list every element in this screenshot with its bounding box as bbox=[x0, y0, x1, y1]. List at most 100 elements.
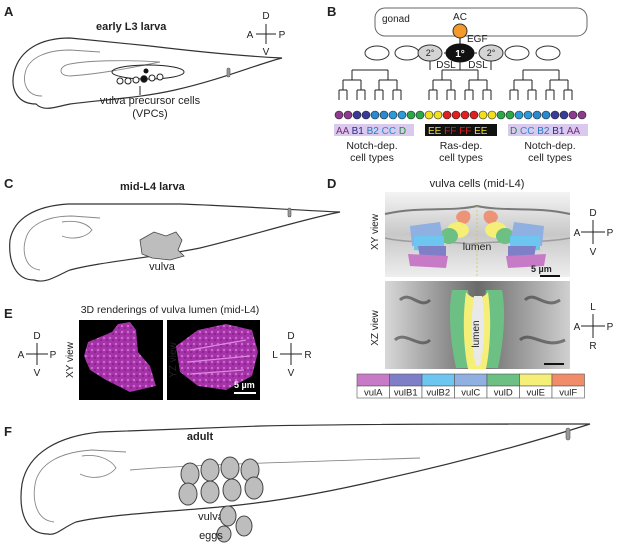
center-caption-2: cell types bbox=[439, 152, 483, 164]
center-caption-1: Ras-dep. bbox=[440, 140, 483, 152]
cell-type-dot bbox=[568, 110, 578, 120]
cell-type-dot bbox=[352, 110, 362, 120]
cell-type-dot bbox=[388, 110, 398, 120]
axis-label-top: L bbox=[590, 302, 596, 313]
axis-label-left: L bbox=[272, 350, 278, 361]
e-yz-view-label: YZ view bbox=[168, 341, 179, 377]
legend-swatch bbox=[551, 373, 585, 387]
panel-letter-d: D bbox=[327, 176, 336, 191]
l3-intestine bbox=[60, 60, 161, 77]
cell-type-dot bbox=[433, 110, 443, 120]
cell-type-label: AA bbox=[567, 126, 581, 137]
panel-letter-a: A bbox=[4, 4, 14, 19]
center-type-labels: EE FF FF EE bbox=[428, 126, 488, 137]
axis-label-bottom: V bbox=[590, 247, 597, 258]
legend-swatch bbox=[356, 373, 390, 387]
adult-anus bbox=[565, 427, 571, 441]
fate-label: 1° bbox=[455, 49, 465, 60]
panel-letter-c: C bbox=[4, 176, 14, 191]
adult-eggs-in-uterus bbox=[178, 456, 264, 506]
axis-label-right: R bbox=[304, 350, 311, 361]
axis-label-bottom: V bbox=[288, 368, 295, 379]
vpc-cell bbox=[124, 77, 132, 85]
cell-type-dot bbox=[343, 110, 353, 120]
cell-type-label: AA bbox=[336, 126, 352, 137]
panel-d-title: vulva cells (mid-L4) bbox=[430, 178, 525, 190]
xy-scale-label: 5 µm bbox=[531, 264, 552, 274]
l3-gonad bbox=[111, 64, 185, 80]
panel-letter-f: F bbox=[4, 424, 12, 439]
cell-type-label: D bbox=[399, 126, 406, 137]
vpc-label-2: (VPCs) bbox=[132, 108, 167, 120]
axis-label-bottom: R bbox=[589, 341, 596, 352]
anchor-cell-ac bbox=[452, 23, 468, 39]
cell-type-dot bbox=[442, 110, 452, 120]
axis-cross-e-left: D V A P bbox=[18, 331, 57, 379]
right-caption-1: Notch-dep. bbox=[524, 140, 575, 152]
vpc-cell bbox=[140, 75, 148, 83]
cell-type-dot bbox=[541, 110, 551, 120]
panel-b: B gonad AC EGF 2° 1° 2° DSL DSL AA B1 B2… bbox=[327, 4, 588, 164]
cell-type-dot bbox=[397, 110, 407, 120]
adult-worm-outline bbox=[20, 423, 591, 535]
right-type-labels: D CC B2 B1 AA bbox=[510, 126, 580, 137]
center-type-bar bbox=[425, 124, 497, 136]
ac-label: AC bbox=[453, 12, 467, 23]
axis-label-right: P bbox=[50, 350, 57, 361]
axis-label-bottom: V bbox=[34, 368, 41, 379]
vpc-p8 bbox=[504, 45, 530, 61]
right-type-bar bbox=[508, 124, 588, 136]
cell-type-dot bbox=[523, 110, 533, 120]
axis-cross-d-xz: L R A P bbox=[574, 302, 614, 352]
laid-eggs bbox=[216, 505, 253, 543]
panel-c: C mid-L4 larva vulva bbox=[4, 176, 341, 282]
cell-type-dot bbox=[496, 110, 506, 120]
cell-type-dot bbox=[415, 110, 425, 120]
cell-type-dot bbox=[487, 110, 497, 120]
adult-pharynx bbox=[33, 449, 127, 523]
axis-label-right: P bbox=[607, 322, 614, 333]
axis-label-left: A bbox=[247, 30, 254, 41]
cell-type-label: D bbox=[510, 126, 520, 137]
left-caption-2: cell types bbox=[350, 152, 394, 164]
vpc-cell bbox=[148, 74, 156, 82]
vulva-shape bbox=[139, 231, 185, 261]
cell-type-dot bbox=[460, 110, 470, 120]
e-scale-label: 5 µm bbox=[234, 380, 255, 390]
vpc-cell bbox=[156, 73, 164, 81]
cell-type-dot bbox=[406, 110, 416, 120]
dsl-label-left: DSL bbox=[436, 60, 456, 71]
cell-type-dot bbox=[451, 110, 461, 120]
cell-type-label: FF bbox=[459, 126, 474, 137]
xy-lumen-label: lumen bbox=[463, 241, 492, 253]
egf-label: EGF bbox=[467, 34, 488, 45]
axis-label-right: P bbox=[279, 30, 286, 41]
vpc-label-1: vulva precursor cells bbox=[100, 95, 201, 107]
cell-type-dot bbox=[478, 110, 488, 120]
cell-type-dots bbox=[334, 110, 587, 120]
cell-type-dot bbox=[370, 110, 380, 120]
axis-cross-d-xy: D V A P bbox=[574, 208, 614, 258]
legend-label: vulD bbox=[494, 388, 513, 399]
axis-cross-a: D V A P bbox=[247, 11, 286, 58]
panel-letter-e: E bbox=[4, 306, 13, 321]
lumen-3d-xy bbox=[84, 322, 156, 392]
panel-f-title: adult bbox=[187, 431, 214, 443]
fate-label: 2° bbox=[487, 48, 496, 58]
l3-anus bbox=[226, 67, 231, 78]
gonad-label: gonad bbox=[382, 14, 410, 25]
lineage-trees bbox=[338, 61, 573, 100]
xy-view-label: XY view bbox=[370, 213, 381, 250]
axis-label-top: D bbox=[589, 208, 596, 219]
adult-intestine bbox=[129, 457, 421, 471]
cell-type-dot bbox=[514, 110, 524, 120]
panel-c-title: mid-L4 larva bbox=[120, 181, 186, 193]
cell-type-label: B2 bbox=[537, 126, 552, 137]
l4-worm-outline bbox=[9, 203, 341, 282]
panel-d: D vulva cells (mid-L4) lumen 5 µm XY vie… bbox=[327, 176, 614, 399]
gonad-box bbox=[374, 7, 588, 37]
panel-a: A early L3 larva vulva precursor cells (… bbox=[4, 4, 286, 120]
xz-cells bbox=[449, 290, 505, 369]
axis-label-top: D bbox=[33, 331, 40, 342]
